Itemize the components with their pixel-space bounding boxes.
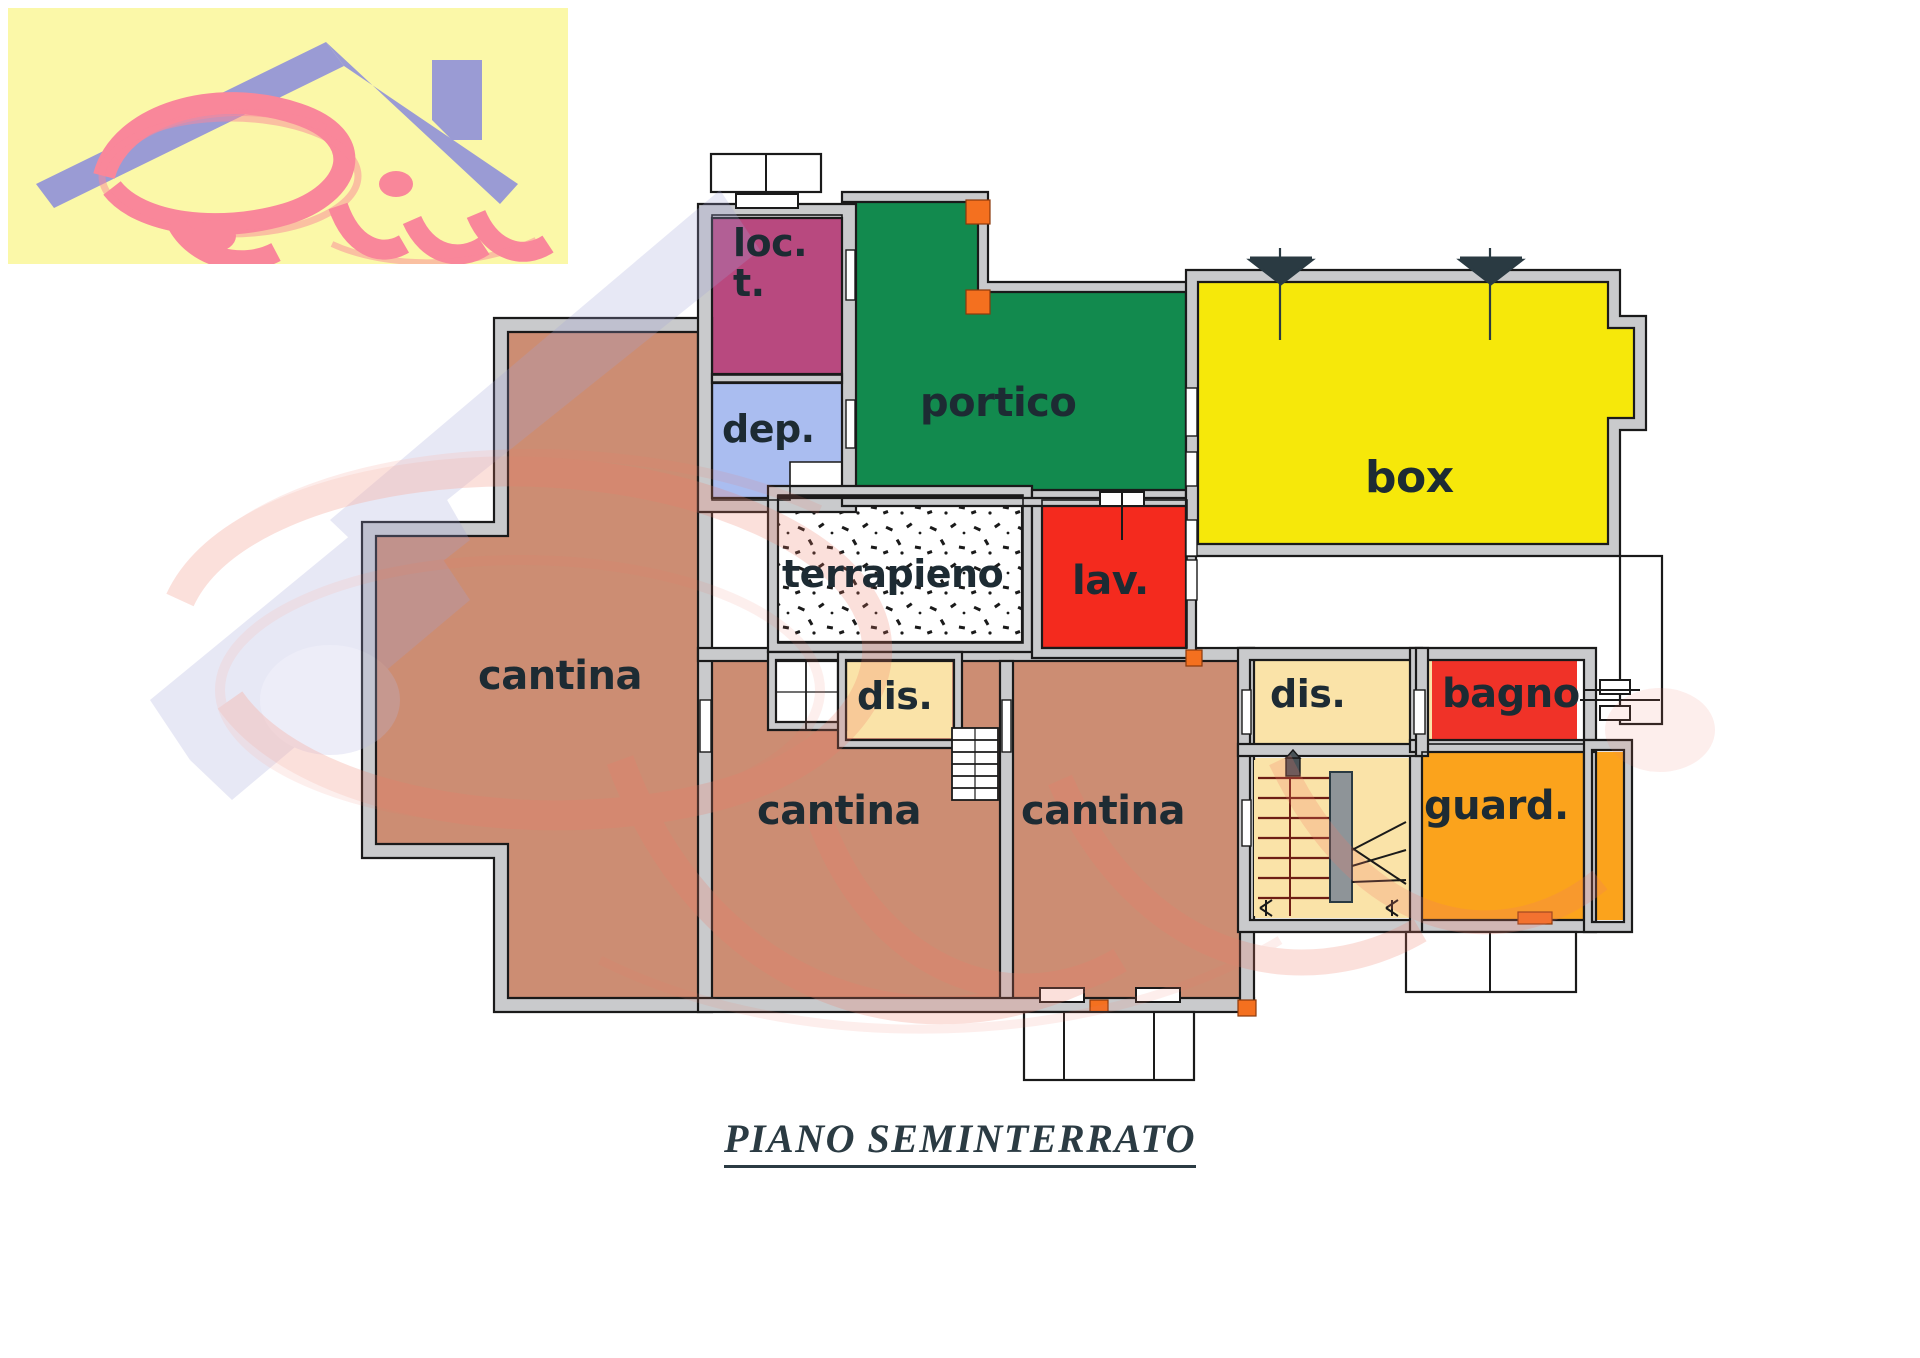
room-fill-lav bbox=[1040, 500, 1185, 648]
room-fill-terrapieno bbox=[778, 495, 1023, 643]
stair-center-icon bbox=[951, 727, 999, 801]
room-fill-dis-center bbox=[842, 660, 952, 738]
room-fill-loc-t bbox=[712, 215, 842, 375]
window-ticks bbox=[765, 160, 1640, 691]
exterior-detail-lines bbox=[711, 154, 1660, 1080]
marker-cantina-bot2 bbox=[1237, 999, 1257, 1017]
room-label-lav: lav. bbox=[1072, 558, 1149, 604]
exterior-niche-right bbox=[1618, 554, 1664, 726]
room-fill-dis-right bbox=[1250, 660, 1420, 750]
room-label-portico: portico bbox=[920, 380, 1077, 426]
section-arrows bbox=[1246, 248, 1526, 340]
exterior-step-bottom bbox=[1022, 1010, 1196, 1082]
section-arrow-left-icon bbox=[1246, 248, 1316, 340]
room-label-bagno: bagno bbox=[1442, 671, 1580, 717]
marker-portico-top bbox=[965, 199, 991, 225]
room-label-dis-right: dis. bbox=[1270, 672, 1346, 716]
brand-script bbox=[93, 92, 554, 264]
room-fill-bagno bbox=[1432, 657, 1577, 749]
room-label-loc-t: loc.t. bbox=[733, 221, 808, 305]
marker-guard-bottom bbox=[1517, 911, 1553, 925]
room-fill-cantina-1 bbox=[375, 330, 700, 1000]
orange-markers bbox=[965, 199, 1553, 1017]
logo-artwork bbox=[8, 8, 568, 264]
room-label-cantina-3: cantina bbox=[1021, 788, 1185, 834]
page-title: PIANO SEMINTERRATO bbox=[0, 1115, 1920, 1168]
closet-detail-icon bbox=[776, 660, 838, 730]
marker-lav-corner bbox=[1185, 649, 1203, 667]
room-label-cantina-1: cantina bbox=[478, 653, 642, 699]
staircase-main-icon bbox=[1254, 748, 1407, 917]
door-openings bbox=[699, 249, 1426, 847]
room-fill-dep bbox=[712, 382, 842, 500]
room-label-dis-center: dis. bbox=[857, 674, 933, 718]
room-label-guard: guard. bbox=[1424, 783, 1569, 829]
marker-portico-mid bbox=[965, 289, 991, 315]
company-logo bbox=[8, 8, 568, 264]
room-fill-portico bbox=[842, 192, 1190, 500]
room-label-terrapieno: terrapieno bbox=[782, 552, 1004, 596]
section-arrow-right-icon bbox=[1456, 248, 1526, 340]
room-fill-cantina-3 bbox=[1012, 660, 1240, 1000]
room-fill-box bbox=[1196, 280, 1635, 545]
room-label-cantina-2: cantina bbox=[757, 788, 921, 834]
room-label-box: box bbox=[1365, 452, 1454, 503]
room-label-dep: dep. bbox=[722, 407, 815, 451]
